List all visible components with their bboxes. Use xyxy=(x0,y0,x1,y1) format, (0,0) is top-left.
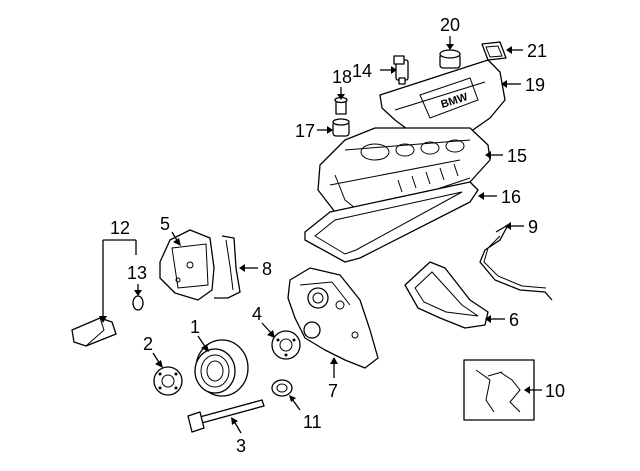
callout-12: 12 xyxy=(110,218,130,238)
valve-cover-gasket-part xyxy=(304,181,479,263)
grommet-part xyxy=(332,118,350,137)
o-ring-part xyxy=(132,295,144,311)
solenoid-part xyxy=(71,317,117,347)
callout-9: 9 xyxy=(528,217,538,237)
callout-8: 8 xyxy=(262,259,272,279)
lower-cover-part xyxy=(404,261,489,329)
callout-1: 1 xyxy=(190,317,200,337)
callout-6: 6 xyxy=(509,310,519,330)
callout-11: 11 xyxy=(303,412,322,432)
timing-cover-gasket-part xyxy=(214,235,241,299)
callout-18: 18 xyxy=(332,67,352,87)
callout-21: 21 xyxy=(527,41,547,61)
seal-part xyxy=(271,379,293,397)
callout-14: 14 xyxy=(352,61,372,81)
callout-13: 13 xyxy=(127,263,147,283)
upper-timing-cover-part xyxy=(159,229,215,301)
callout-20: 20 xyxy=(440,15,460,35)
callout-2: 2 xyxy=(143,334,153,354)
emblem-plate-part xyxy=(481,41,507,61)
callout-5: 5 xyxy=(160,214,170,234)
hub-part xyxy=(153,366,183,396)
cap-part xyxy=(439,49,461,69)
water-pump-part xyxy=(271,330,301,360)
callout-3: 3 xyxy=(236,436,246,456)
callout-17: 17 xyxy=(295,121,315,141)
callout-15: 15 xyxy=(507,146,527,166)
callout-10: 10 xyxy=(545,381,565,401)
engine-cover-part: BMW xyxy=(379,59,506,141)
callout-labels: 1 2 3 4 5 6 7 8 9 10 11 12 13 14 15 16 1… xyxy=(110,15,565,456)
callout-leaders xyxy=(99,36,542,434)
callout-16: 16 xyxy=(501,187,521,207)
vibration-damper-part xyxy=(194,339,249,397)
gasket-kit-part xyxy=(463,359,535,421)
callout-4: 4 xyxy=(252,304,262,324)
damper-bolt-part xyxy=(187,399,265,433)
timing-case-part xyxy=(287,267,379,369)
callout-19: 19 xyxy=(525,75,545,95)
callout-7: 7 xyxy=(328,381,338,401)
sensor-part xyxy=(393,55,409,85)
front-gasket-part xyxy=(479,223,553,301)
